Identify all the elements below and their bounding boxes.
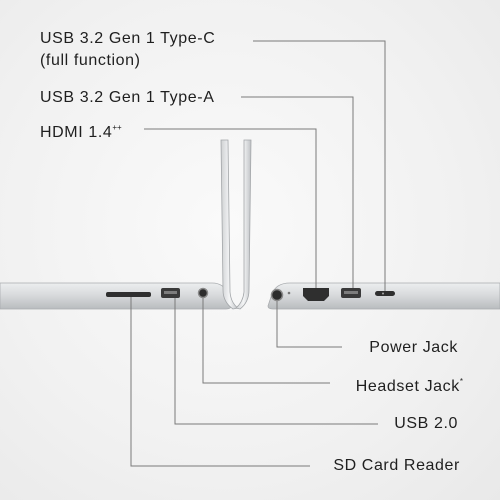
usb-c-sublabel: (full function) bbox=[40, 52, 141, 69]
headset-jack-label-text: Headset Jack bbox=[355, 378, 460, 395]
headset-jack-superscript: * bbox=[459, 377, 463, 386]
left-laptop-lid bbox=[220, 139, 239, 310]
usb-a-label: USB 3.2 Gen 1 Type-A bbox=[40, 89, 215, 106]
right-laptop-lid bbox=[235, 139, 252, 310]
usb-c-label: USB 3.2 Gen 1 Type-C bbox=[40, 30, 216, 47]
sd-card-slot bbox=[106, 292, 151, 297]
sd-card-reader-label: SD Card Reader bbox=[333, 457, 460, 474]
power-jack-label: Power Jack bbox=[369, 339, 458, 356]
hdmi-label: HDMI 1.4++ bbox=[40, 118, 122, 143]
headset-jack-label: Headset Jack* bbox=[356, 372, 463, 397]
hdmi-port bbox=[303, 288, 329, 301]
headset-jack-port bbox=[197, 287, 209, 299]
hdmi-label-text: HDMI 1.4 bbox=[40, 124, 113, 141]
usb-c-port bbox=[375, 291, 395, 296]
leader-lines bbox=[130, 40, 386, 467]
usb2-label: USB 2.0 bbox=[394, 415, 458, 432]
hdmi-label-superscript: ++ bbox=[112, 123, 122, 132]
power-jack-port bbox=[270, 288, 284, 302]
